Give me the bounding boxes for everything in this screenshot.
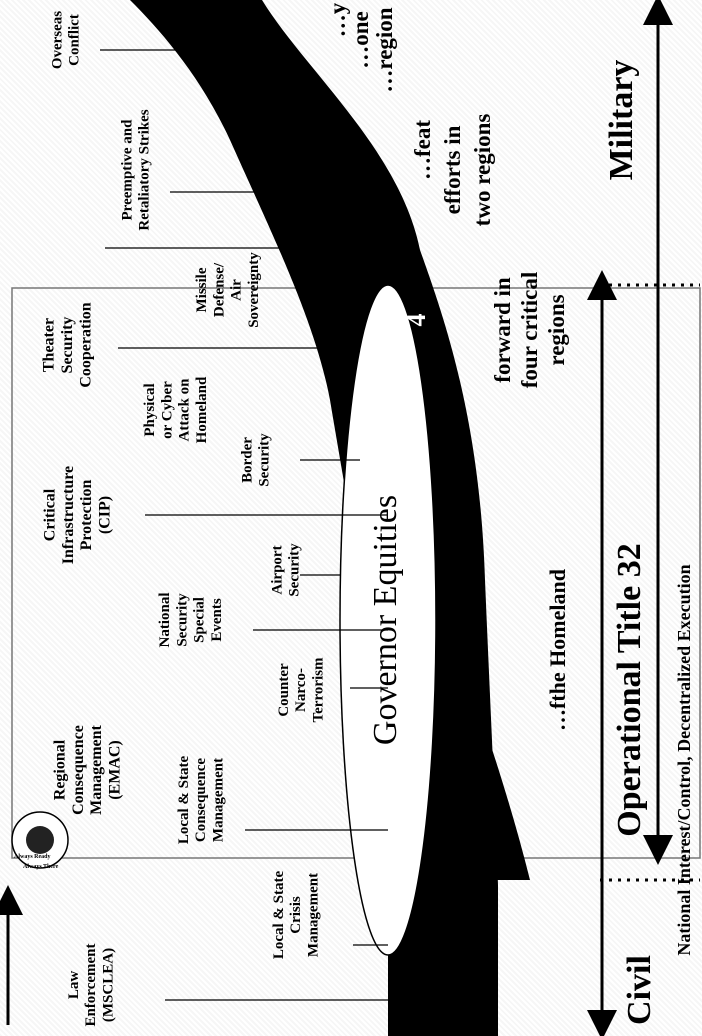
mission-label-line: Physical <box>142 383 158 436</box>
mission-label-line: Security <box>174 593 190 647</box>
mission-label-line: Airport <box>269 545 285 594</box>
svg-text:…y: …y <box>325 2 350 37</box>
mission-label-line: Crisis <box>288 896 304 934</box>
mission-label-line: Retaliatory Strikes <box>137 109 153 230</box>
defeat-two-regions-text: …feat efforts in two regions <box>410 114 495 227</box>
one-region-text: …y …one …region <box>325 2 397 92</box>
svg-text:regions: regions <box>544 294 569 365</box>
mission-label-line: or Cyber <box>159 381 175 439</box>
mission-label-line: Defense/ <box>211 262 227 317</box>
svg-text:…region: …region <box>372 7 397 92</box>
national-interest-label: National Interest/Control, Decentralized… <box>674 564 694 955</box>
mission-label-line: Management <box>88 724 105 814</box>
mission-label-line: Security <box>257 433 273 487</box>
mission-label-line: Local & State <box>176 756 192 845</box>
mission-label-line: Local & State <box>271 871 287 960</box>
mission-label-line: Critical <box>41 488 58 541</box>
mission-label-line: Narco- <box>293 668 309 712</box>
operational-title32-label: Operational Title 32 <box>611 543 648 836</box>
mission-label-line: Special <box>192 597 208 643</box>
governor-equities-ellipse <box>339 284 437 956</box>
svg-text:…one: …one <box>348 11 373 69</box>
mission-label-line: Border <box>239 437 255 483</box>
mission-label-line: (MSCLEA) <box>100 948 116 1022</box>
forward-four-regions-text: forward in four critical regions <box>490 272 569 388</box>
svg-text:four critical: four critical <box>517 272 542 388</box>
mission-label-line: Regional <box>51 739 68 800</box>
mission-label-line: Conflict <box>67 14 83 66</box>
mission-label-line: Management <box>305 873 321 957</box>
mission-label-line: Attack on <box>177 378 193 442</box>
homeland-mission-text: …fthe Homeland <box>545 569 570 731</box>
mission-label-line: Events <box>209 598 225 642</box>
mission-label-line: Counter <box>276 663 292 717</box>
mission-label-line: Air <box>229 279 245 301</box>
svg-text:forward in: forward in <box>490 277 515 383</box>
mission-label-line: Management <box>210 758 226 842</box>
mission-label-line: (EMAC) <box>107 740 124 800</box>
mission-label-line: Security <box>59 317 76 374</box>
mission-label-line: Preemptive and <box>119 119 135 221</box>
organization-logo <box>11 811 69 869</box>
mission-label-line: Homeland <box>194 376 210 443</box>
mission-label-line: Infrastructure <box>60 466 77 564</box>
svg-text:two regions: two regions <box>470 114 495 227</box>
svg-text:…feat: …feat <box>410 120 435 180</box>
mission-leader-lines <box>100 49 388 1001</box>
mission-label-line: Cooperation <box>77 302 94 387</box>
swoosh-number: 4 <box>402 314 431 327</box>
mission-label-line: Law <box>66 971 82 1000</box>
logo-text: Always There <box>23 864 59 870</box>
civil-label: Civil <box>621 955 658 1025</box>
mission-label-line: National <box>157 592 173 647</box>
mission-label-line: Theater <box>41 318 58 372</box>
mission-label-line: Consequence <box>70 725 87 815</box>
mission-label-line: Sovereignty <box>246 252 262 328</box>
mission-label-line: Consequence <box>193 758 209 843</box>
mission-label-line: Missile <box>194 267 210 312</box>
logo-text: Always Ready <box>14 854 51 860</box>
mission-label-line: Security <box>287 543 303 597</box>
mission-label-line: Protection <box>78 480 95 551</box>
mission-label-line: Terrorism <box>310 657 326 722</box>
governor-equities-label: Governor Equities <box>367 495 404 745</box>
mission-label-line: (CIP) <box>97 496 114 534</box>
mission-label-line: Enforcement <box>83 943 99 1026</box>
svg-text:efforts in: efforts in <box>440 125 465 214</box>
mission-label-line: Overseas <box>49 11 65 69</box>
military-label: Military <box>603 60 640 181</box>
